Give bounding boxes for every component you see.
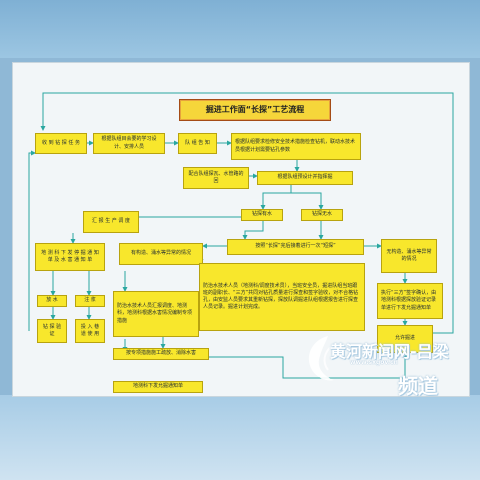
node-preset-design: 根据队组预设计并指挥掘 <box>257 171 353 185</box>
node-water-found: 钻探有水 <box>241 209 283 221</box>
node-special-measures: 防治水技术人员汇报调度、地测科，地测科根据水害情况编制专项措施 <box>113 291 199 337</box>
node-issue-permit: 地测科下发允掘通知单 <box>113 381 203 393</box>
node-report-dispatch: 汇 报 生 产 调 度 <box>83 211 139 233</box>
watermark-logo <box>308 336 334 381</box>
node-inspect-drill-rig: 根据队组要求检修安全技术措施检查钻机，联动水技术员根据计划需要钻孔参数 <box>231 133 361 160</box>
flowchart-panel: 掘进工作面“长探”工艺流程 收 到 钻 探 任 务 根据队组目会要的学习设计、安… <box>12 62 470 397</box>
node-team-notify: 队 组 告 知 <box>178 133 217 154</box>
node-receive-drilling-task: 收 到 钻 探 任 务 <box>35 133 87 154</box>
node-drain-water-hazard: 按专项措施施工疏放、消除水害 <box>113 348 209 360</box>
watermark-site-name: 黄河新闻网-吕梁 <box>330 342 449 361</box>
node-put-into-use: 投 入 巷 道 使 用 <box>75 319 105 343</box>
flowchart-title: 掘进工作面“长探”工艺流程 <box>179 99 331 121</box>
node-long-then-short-probe: 按照“长探”完后接着进行一次“短探” <box>227 239 364 255</box>
node-no-abnormal-condition: 无构造、涌水等异常的情况 <box>381 239 437 273</box>
node-three-party-check: 防治水技术人员（地测科/调度技术员），当班安全员，掘进队组当班跟班的副职长、“三… <box>199 263 365 331</box>
node-stop-notice: 地 测 科 下 发 停 掘 通 知 单 及 水 害 通 知 单 <box>35 243 105 271</box>
node-grouting: 注 浆 <box>75 295 105 307</box>
watermark-channel: 频道 <box>398 374 438 398</box>
node-water-release: 放 水 <box>37 295 67 307</box>
watermark-url: www.sxgov.cn <box>350 359 398 366</box>
node-assist-team: 配合队组探瓦、水管路的回 <box>183 167 249 189</box>
node-no-water: 钻探无水 <box>301 209 343 221</box>
connector-lines <box>28 92 454 379</box>
node-allow-excavation: 允许掘进 <box>377 325 433 353</box>
background-top <box>0 0 480 58</box>
node-abnormal-condition: 有构造、涌水等异常的情况 <box>119 243 203 265</box>
node-three-party-sign: 执行“三方”签字确认，由地测科根据探放验证记录单进行下发允掘通知单 <box>377 283 443 319</box>
node-study-design: 根据队组目会要的学习设计、安排人员 <box>93 133 165 154</box>
node-drill-verify: 钻 探 验 证 <box>37 319 67 343</box>
background-bottom <box>0 395 480 480</box>
